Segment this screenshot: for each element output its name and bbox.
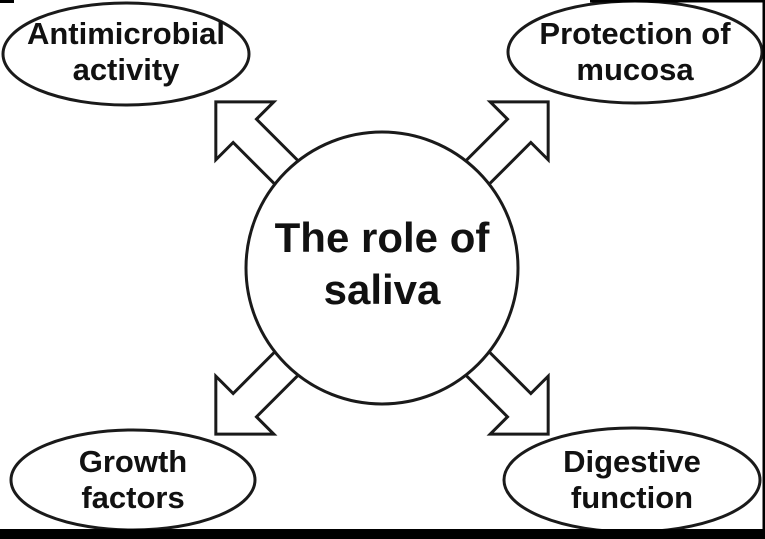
center-circle bbox=[244, 130, 520, 406]
node-label-protection-of-mucosa: Protection of mucosa bbox=[515, 16, 755, 88]
center-label-line: The role of bbox=[274, 214, 490, 261]
frame-bottom-bar bbox=[0, 529, 765, 539]
node-label-line: mucosa bbox=[576, 52, 694, 87]
node-label-line: function bbox=[570, 480, 694, 515]
frame-right-edge bbox=[762, 0, 765, 539]
node-label-line: Growth bbox=[78, 444, 188, 479]
node-label-line: activity bbox=[72, 52, 180, 87]
node-label-digestive-function: Digestive function bbox=[512, 444, 752, 516]
node-label-line: Digestive bbox=[563, 444, 701, 479]
center-label-line: saliva bbox=[323, 266, 441, 313]
node-label-line: Protection of bbox=[539, 16, 731, 51]
node-label-line: factors bbox=[81, 480, 185, 515]
node-label-antimicrobial-activity: Antimicrobial activity bbox=[6, 16, 246, 88]
frame-top-right-segment bbox=[590, 0, 765, 3]
node-label-growth-factors: Growth factors bbox=[13, 444, 253, 516]
center-label: The role of saliva bbox=[252, 212, 512, 316]
frame-top-left-segment bbox=[0, 0, 14, 3]
node-ellipse-antimicrobial-activity bbox=[1, 1, 251, 107]
node-label-line: Antimicrobial bbox=[26, 16, 226, 51]
